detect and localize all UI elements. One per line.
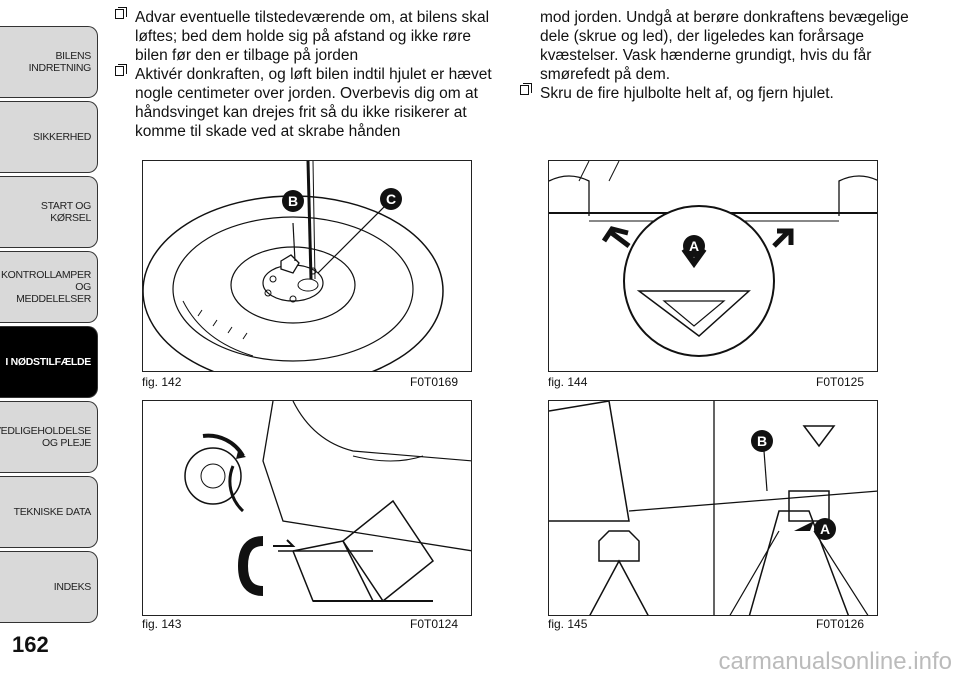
continuation-text: mod jorden. Undgå at berøre donkraftens …: [540, 9, 909, 83]
list-item: Aktivér donkraften, og løft bilen indtil…: [115, 64, 495, 141]
checkbox-bullet-icon: [520, 83, 532, 95]
tab-indeks[interactable]: INDEKS: [0, 551, 98, 623]
watermark: carmanualsonline.info: [718, 648, 952, 675]
checkbox-bullet-icon: [115, 64, 127, 76]
jacking-points-illustration: A: [549, 161, 877, 357]
figure-code: F0T0125: [816, 375, 865, 389]
jack-crank-illustration: [184, 401, 471, 603]
callout-a: A: [820, 521, 830, 537]
tab-sikkerhed[interactable]: SIKKERHED: [0, 101, 98, 173]
left-column: Advar eventuelle tilstedeværende om, at …: [115, 7, 495, 141]
list-item-text: Advar eventuelle tilstedeværende om, at …: [135, 9, 490, 64]
figure-code: F0T0124: [410, 617, 459, 631]
figure-code: F0T0126: [816, 617, 865, 631]
tab-kontrollamper[interactable]: KONTROLLAMPER OG MEDDELELSER: [0, 251, 98, 323]
figure-145-jack-positioning: B A: [548, 400, 878, 616]
callout-b: B: [288, 193, 298, 209]
figure-caption: fig. 143: [142, 617, 182, 631]
tab-vedligeholdelse[interactable]: VEDLIGEHOLDELSE OG PLEJE: [0, 401, 98, 473]
tab-tekniske-data[interactable]: TEKNISKE DATA: [0, 476, 98, 548]
callout-c: C: [386, 191, 396, 207]
list-item: Advar eventuelle tilstedeværende om, at …: [115, 7, 495, 65]
callout-b: B: [757, 433, 767, 449]
figure-caption: fig. 142: [142, 375, 182, 389]
chapter-sidebar: BILENS INDRETNING SIKKERHED START OG KØR…: [0, 0, 100, 640]
checkbox-bullet-icon: [115, 7, 127, 19]
figure-caption: fig. 144: [548, 375, 588, 389]
figure-code: F0T0169: [410, 375, 459, 389]
figure-caption: fig. 145: [548, 617, 588, 631]
right-column: mod jorden. Undgå at berøre donkraftens …: [520, 8, 910, 103]
tab-start-og-korsel[interactable]: START OG KØRSEL: [0, 176, 98, 248]
jack-positioning-illustration: B A: [549, 401, 877, 615]
figure-144-jacking-points: A: [548, 160, 878, 372]
figure-143-jack-crank: [142, 400, 472, 616]
figure-142-spare-wheel: B C: [142, 160, 472, 372]
list-item: Skru de fire hjulbolte helt af, og fjern…: [520, 83, 910, 103]
callout-a: A: [689, 238, 699, 254]
tab-i-nodstilfaelde[interactable]: I NØDSTILFÆLDE: [0, 326, 98, 398]
list-item-text: Skru de fire hjulbolte helt af, og fjern…: [540, 85, 834, 102]
spare-wheel-illustration: B C: [143, 161, 444, 371]
list-item-text: Aktivér donkraften, og løft bilen indtil…: [135, 66, 492, 140]
tab-bilens-indretning[interactable]: BILENS INDRETNING: [0, 26, 98, 98]
page-number: 162: [12, 632, 49, 657]
